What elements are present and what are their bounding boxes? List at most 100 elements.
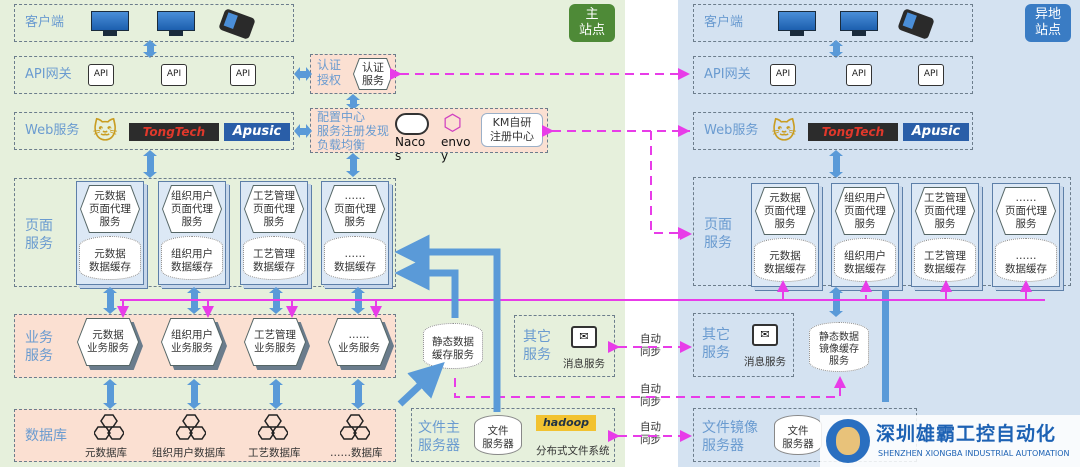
database-name: 组织用户数据库 <box>152 447 226 459</box>
config-center-label: 配置中心 服务注册发现 负载均衡 <box>317 110 390 152</box>
business-db-arrow <box>269 379 283 409</box>
tomcat-logo-icon: 🐱 <box>771 117 797 145</box>
main-page-service-label: 页面 服务 <box>25 218 53 252</box>
remote-page-service-label: 页面 服务 <box>704 217 732 251</box>
desktop-monitor-icon <box>91 11 129 37</box>
main-site-badge: 主 站点 <box>569 4 615 42</box>
database-name: ……数据库 <box>330 447 383 459</box>
business-db-arrow <box>187 379 201 409</box>
km-registry-box: KM自研 注册中心 <box>481 113 543 147</box>
page-business-arrow <box>103 287 117 314</box>
handheld-device-icon <box>218 8 256 40</box>
page-proxy-card: 工艺管理 页面代理 服务工艺管理 数据缓存 <box>911 183 979 287</box>
nacos-cloud-icon <box>395 113 429 135</box>
nacos-label: Naco s <box>395 135 426 163</box>
watermark-en: SHENZHEN XIONGBA INDUSTRIAL AUTOMATION <box>878 449 1070 458</box>
api-icon: API <box>88 64 114 86</box>
sync-label-file: 自动 同步 <box>640 421 661 446</box>
api-auth-arrow <box>294 67 312 81</box>
hadoop-logo: hadoop <box>536 415 596 431</box>
auth-service-hex: 认证 服务 <box>353 58 393 90</box>
static-cache-service: 静态数据 缓存服务 <box>423 323 483 369</box>
main-page-service-box: 页面 服务 <box>14 178 396 287</box>
message-icon: ✉ <box>752 324 778 346</box>
sync-label-static: 自动 同步 <box>640 383 661 408</box>
static-mirror-cache: 静态数据 镜像缓存 服务 <box>809 322 869 372</box>
database-hexagon-icon <box>339 414 371 440</box>
page-business-arrow <box>351 287 365 314</box>
database-hexagon-icon <box>257 414 289 440</box>
handheld-device-icon <box>897 8 935 40</box>
page-proxy-service-hex: 工艺管理 页面代理 服务 <box>244 185 304 233</box>
remote-other-service-label: 其它 服务 <box>702 327 730 361</box>
business-service-hex: …… 业务服务 <box>328 318 390 366</box>
business-service-label: 业务 服务 <box>25 330 53 364</box>
dfs-label: 分布式文件系统 <box>536 445 610 457</box>
page-data-cache-cylinder: 组织用户 数据缓存 <box>161 236 223 280</box>
page-data-cache-cylinder: 元数据 数据缓存 <box>754 238 816 282</box>
main-file-server-label: 文件主 服务器 <box>418 420 460 454</box>
database-label: 数据库 <box>25 428 67 444</box>
main-file-server-box: 文件主 服务器 文件 服务器 hadoop 分布式文件系统 <box>411 408 615 462</box>
remote-web-service-box: Web服务 🐱 TongTech Apusic <box>693 112 973 150</box>
desktop-monitor-icon <box>840 11 878 37</box>
database-hexagon-icon <box>175 414 207 440</box>
page-data-cache-cylinder: …… 数据缓存 <box>324 236 386 280</box>
watermark-cn: 深圳雄霸工控自动化 <box>876 423 1057 445</box>
page-proxy-card: 组织用户 页面代理 服务组织用户 数据缓存 <box>831 183 899 287</box>
apusic-logo: Apusic <box>224 123 290 141</box>
database-box: 数据库 <box>14 409 396 462</box>
remote-client-label: 客户端 <box>704 15 744 30</box>
page-proxy-card: …… 页面代理 服务…… 数据缓存 <box>321 181 389 285</box>
page-proxy-service-hex: 组织用户 页面代理 服务 <box>835 187 895 235</box>
tongtech-logo: TongTech <box>808 123 898 141</box>
page-data-cache-cylinder: 组织用户 数据缓存 <box>834 238 896 282</box>
web-config-arrow <box>294 124 312 138</box>
database-name: 元数据库 <box>85 447 127 459</box>
remote-api-gateway-label: API网关 <box>704 67 751 82</box>
web-page-arrow <box>829 150 843 178</box>
envoy-label: envo y <box>441 135 471 163</box>
business-db-arrow <box>103 379 117 409</box>
page-proxy-service-hex: …… 页面代理 服务 <box>325 185 385 233</box>
web-page-arrow <box>143 150 157 178</box>
api-icon: API <box>230 64 256 86</box>
main-file-server-cylinder: 文件 服务器 <box>474 415 522 455</box>
client-api-arrow <box>143 40 157 58</box>
api-icon: API <box>918 64 944 86</box>
remote-message-service-label: 消息服务 <box>744 356 786 368</box>
remote-web-service-label: Web服务 <box>704 123 759 138</box>
page-data-cache-cylinder: …… 数据缓存 <box>995 238 1057 282</box>
page-proxy-card: 元数据 页面代理 服务元数据 数据缓存 <box>751 183 819 287</box>
tomcat-logo-icon: 🐱 <box>92 117 118 145</box>
auth-config-arrow <box>346 94 360 110</box>
remote-other-service-box: 其它 服务 ✉ 消息服务 <box>693 313 794 377</box>
main-web-service-label: Web服务 <box>25 123 80 138</box>
business-service-hex: 工艺管理 业务服务 <box>244 318 306 366</box>
page-proxy-service-hex: 工艺管理 页面代理 服务 <box>915 187 975 235</box>
watermark: 深圳雄霸工控自动化 SHENZHEN XIONGBA INDUSTRIAL AU… <box>820 415 1080 467</box>
client-api-arrow <box>829 40 843 58</box>
page-file-mirror-line <box>882 290 889 402</box>
remote-client-box: 客户端 <box>693 4 973 42</box>
desktop-monitor-icon <box>157 11 195 37</box>
main-other-service-box: 其它 服务 ✉ 消息服务 <box>514 315 615 377</box>
page-business-arrow <box>187 287 201 314</box>
config-center-box: 配置中心 服务注册发现 负载均衡 Naco s ⬡ envo y KM自研 注册… <box>310 108 548 163</box>
remote-file-server-cylinder: 文件 服务器 <box>774 415 822 455</box>
api-icon: API <box>846 64 872 86</box>
auth-label: 认证 授权 <box>317 58 342 87</box>
database-hexagon-icon <box>93 414 125 440</box>
config-page-arrow <box>346 153 360 177</box>
main-api-gateway-label: API网关 <box>25 67 72 82</box>
message-service-label: 消息服务 <box>563 358 605 370</box>
main-api-gateway-box: API网关 API API API <box>14 56 294 94</box>
auth-box: 认证 授权 认证 服务 <box>310 54 396 94</box>
main-client-box: 客户端 <box>14 4 294 42</box>
page-mirror-arrow <box>829 287 843 317</box>
database-name: 工艺数据库 <box>248 447 301 459</box>
business-service-hex: 元数据 业务服务 <box>77 318 139 366</box>
main-web-service-box: Web服务 🐱 TongTech Apusic <box>14 112 294 150</box>
remote-site-badge: 异地 站点 <box>1025 4 1071 42</box>
page-proxy-card: 元数据 页面代理 服务元数据 数据缓存 <box>76 181 144 285</box>
